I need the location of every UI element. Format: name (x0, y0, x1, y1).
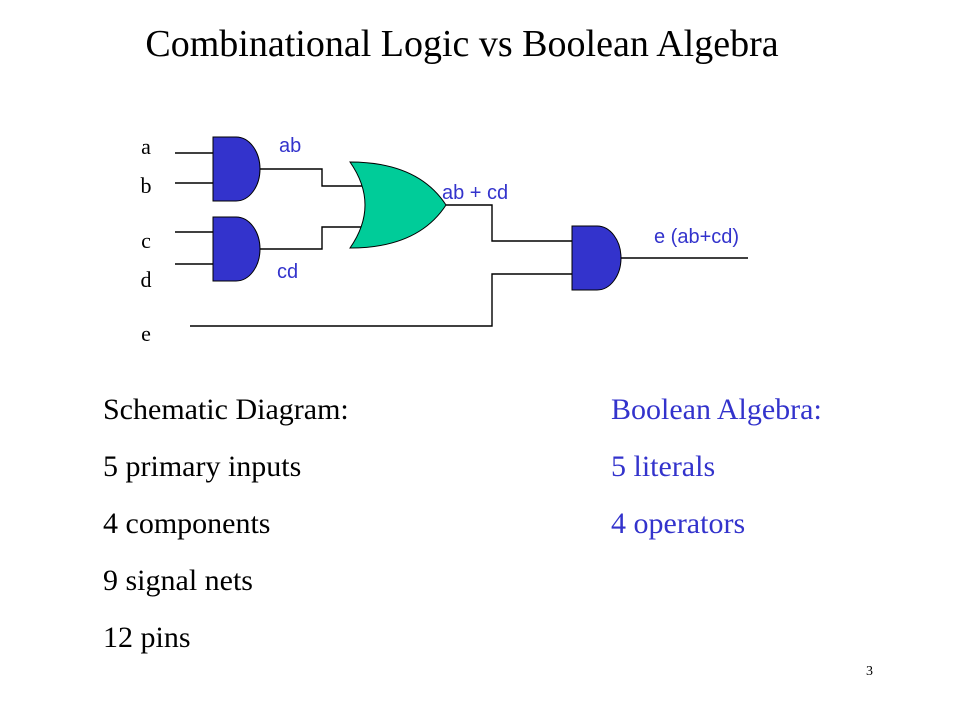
input-label-b: b (141, 173, 152, 198)
page-title: Combinational Logic vs Boolean Algebra (145, 23, 779, 65)
boolean-item: 4 operators (611, 507, 746, 540)
schematic-item: 9 signal nets (103, 564, 253, 597)
schematic-summary: Schematic Diagram: 5 primary inputs 4 co… (103, 390, 349, 675)
schematic-heading: Schematic Diagram: (103, 393, 349, 426)
boolean-heading: Boolean Algebra: (611, 393, 822, 426)
boolean-item: 5 literals (611, 450, 716, 483)
or-gate (349, 161, 447, 249)
wire-ab-plus-cd (446, 204, 572, 242)
signal-label-ab-plus-cd: ab + cd (442, 182, 508, 204)
schematic-item: 4 components (103, 507, 271, 540)
and-gate-cd (212, 216, 261, 282)
input-label-e: e (141, 321, 151, 346)
page-number: 3 (866, 664, 873, 679)
input-label-c: c (141, 228, 151, 253)
input-label-d: d (141, 267, 152, 292)
signal-label-ab: ab (279, 135, 301, 157)
schematic-item: 5 primary inputs (103, 450, 302, 483)
and-gate-ab (212, 136, 261, 202)
schematic-item: 12 pins (103, 621, 191, 654)
wire-ab (260, 168, 362, 187)
and-gate-output (571, 225, 622, 291)
boolean-summary: Boolean Algebra: 5 literals 4 operators (611, 390, 822, 561)
signal-label-output: e (ab+cd) (654, 226, 739, 248)
schematic-diagram: a b c d e ab cd ab + cd e (ab+cd) (141, 134, 748, 346)
signal-label-cd: cd (277, 261, 298, 283)
wires (175, 152, 748, 327)
wire-e (190, 273, 572, 327)
input-label-a: a (141, 134, 151, 159)
wire-cd (260, 226, 362, 250)
